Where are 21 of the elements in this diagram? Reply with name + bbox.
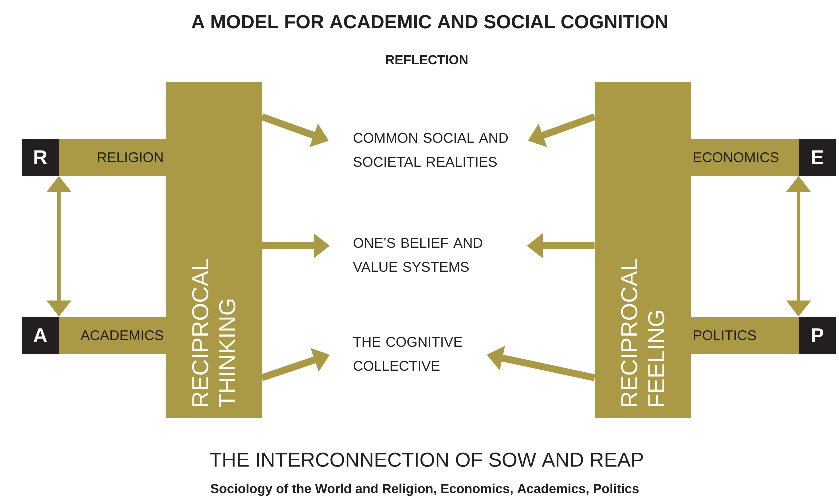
subtitle: Sociology of the World and Religion, Economics, Academics, Politics bbox=[210, 484, 639, 496]
letter-box: E bbox=[799, 139, 836, 176]
label-bar: POLITICS bbox=[691, 317, 799, 354]
label-bar: ACADEMICS bbox=[59, 317, 166, 354]
node-label: RELIGION bbox=[98, 152, 163, 162]
statement-text: ONE’S BELIEF AND VALUE SYSTEMS bbox=[353, 238, 482, 272]
letter-box: R bbox=[22, 139, 59, 176]
node-label: ACADEMICS bbox=[80, 330, 164, 340]
vertical-bar: RECIPROCAL FEELING bbox=[595, 82, 691, 418]
label-bar: RELIGION bbox=[59, 139, 166, 176]
vertical-bar: RECIPROCAL THINKING bbox=[166, 82, 262, 418]
letter-box: P bbox=[799, 317, 836, 354]
node-label: POLITICS bbox=[694, 330, 756, 340]
letter-box: A bbox=[22, 317, 59, 354]
statement-text: THE COGNITIVE COLLECTIVE bbox=[354, 337, 462, 372]
title: A MODEL FOR ACADEMIC AND SOCIAL COGNITION bbox=[192, 15, 668, 29]
heading: REFLECTION bbox=[386, 55, 468, 65]
label-bar: ECONOMICS bbox=[691, 139, 799, 176]
node-label: ECONOMICS bbox=[694, 152, 779, 162]
statement-text: COMMON SOCIAL AND SOCIETAL REALITIES bbox=[354, 133, 508, 168]
subtitle: THE INTERCONNECTION OF SOW AND REAP bbox=[210, 452, 644, 468]
